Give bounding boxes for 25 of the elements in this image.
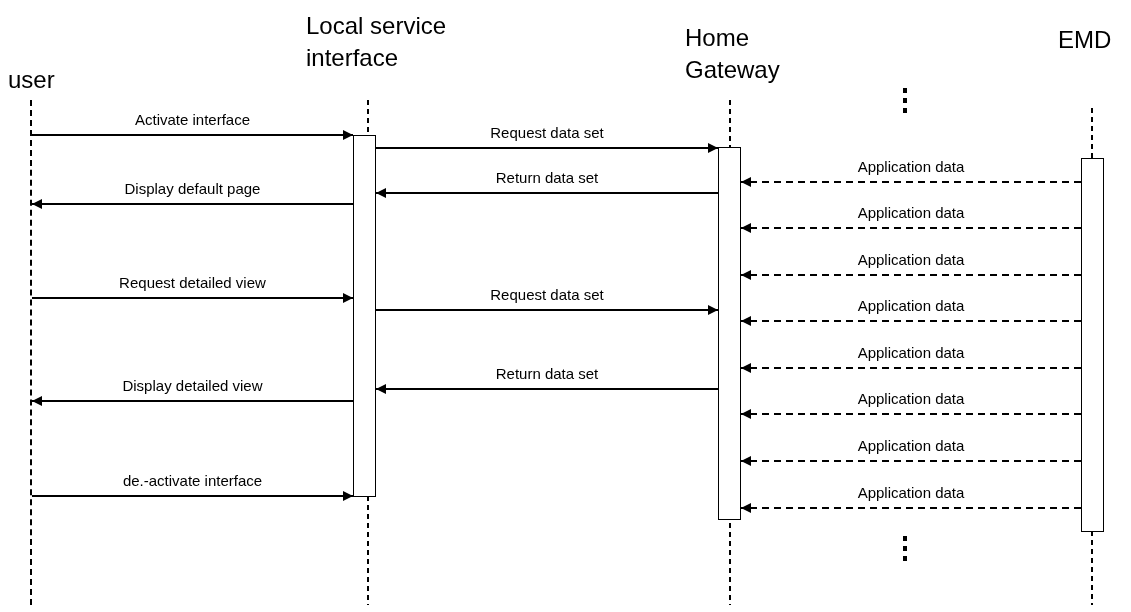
dashed-arrow	[740, 503, 1082, 513]
arrow	[31, 130, 354, 140]
arrow	[31, 396, 354, 406]
arrow	[375, 305, 719, 315]
lifeline-title: user	[8, 65, 55, 95]
activation-bar	[353, 135, 376, 497]
dashed-arrow	[740, 177, 1082, 187]
dashed-arrow	[740, 223, 1082, 233]
lifeline-title: Home Gateway	[685, 23, 781, 85]
arrow	[375, 188, 719, 198]
lifeline	[30, 100, 32, 605]
arrow	[31, 293, 354, 303]
lifeline-title: Local service interface	[306, 11, 448, 73]
dashed-arrow	[740, 363, 1082, 373]
activation-bar	[1081, 158, 1104, 532]
dashed-arrow	[740, 270, 1082, 280]
arrow	[375, 384, 719, 394]
arrow	[375, 143, 719, 153]
activation-bar	[718, 147, 741, 520]
dashed-arrow	[740, 316, 1082, 326]
dashed-arrow	[740, 409, 1082, 419]
dashed-arrow	[740, 456, 1082, 466]
arrow	[31, 199, 354, 209]
lifeline-title: EMD	[1058, 25, 1112, 55]
arrow	[31, 491, 354, 501]
